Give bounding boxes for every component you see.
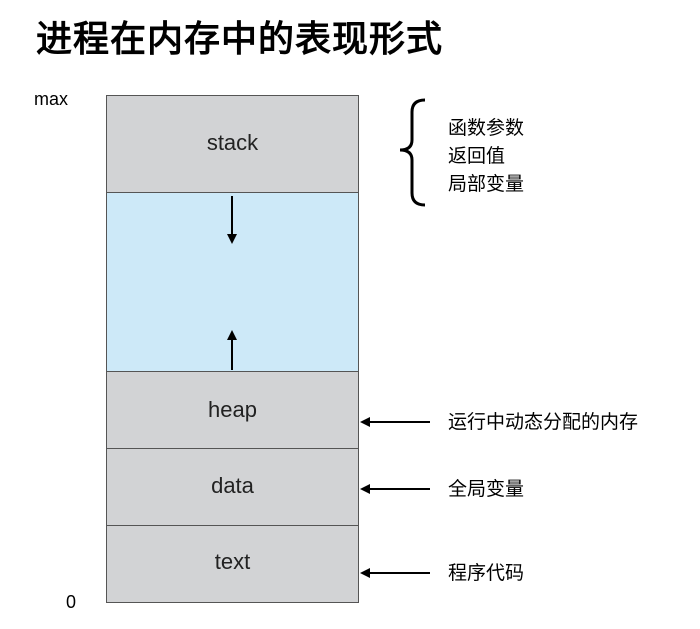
stack-note-params: 函数参数: [448, 117, 525, 139]
zero-label: 0: [66, 592, 77, 612]
curly-brace-icon: [399, 98, 426, 207]
stack-segment: stack: [106, 95, 359, 193]
heap-label: heap: [208, 397, 257, 422]
max-label: max: [34, 89, 69, 109]
heap-segment: heap: [106, 372, 359, 449]
text-annotation: 程序代码: [448, 562, 525, 584]
stack-annotation: 函数参数 返回值 局部变量: [448, 114, 524, 198]
data-segment: data: [106, 449, 359, 526]
stack-note-return: 返回值: [448, 145, 506, 167]
stack-label: stack: [206, 130, 259, 155]
data-annotation: 全局变量: [448, 478, 525, 500]
heap-annotation: 运行中动态分配的内存: [448, 411, 639, 433]
text-segment: text: [106, 526, 359, 603]
text-label: text: [214, 549, 251, 574]
page-title: 进程在内存中的表现形式: [36, 19, 444, 60]
stack-note-locals: 局部变量: [448, 173, 525, 195]
data-label: data: [211, 473, 254, 498]
